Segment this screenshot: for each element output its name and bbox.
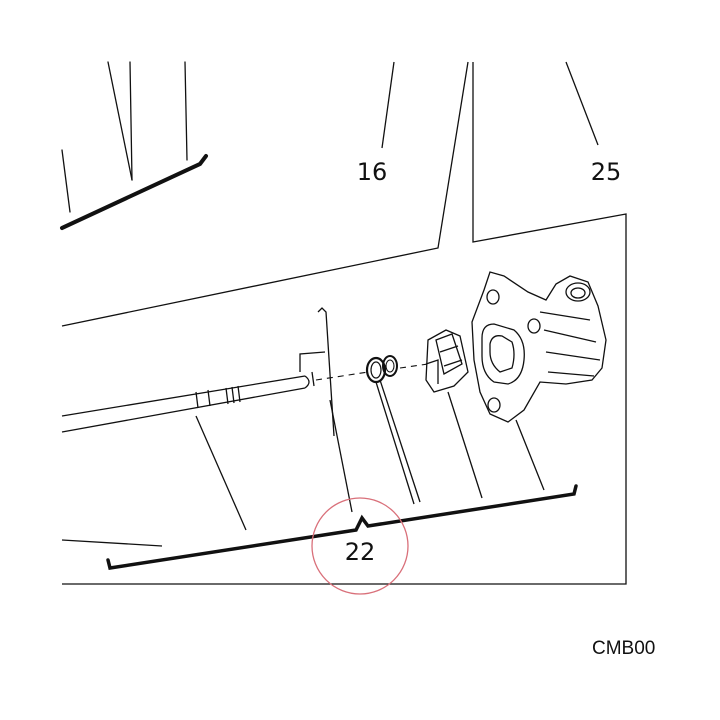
- grouping-bracket: [106, 484, 578, 570]
- roll-pin: [299, 307, 335, 437]
- seal-rings: [365, 355, 398, 384]
- bush: [425, 329, 469, 393]
- callout-16: 16: [357, 158, 388, 186]
- callout-leaders-top: [381, 61, 599, 149]
- housing: [471, 271, 607, 423]
- assembly-axis: [315, 363, 429, 381]
- callout-22: 22: [345, 538, 376, 566]
- lower-panel-outline: [62, 400, 627, 585]
- middle-panel-outline: [61, 61, 627, 400]
- shaft: [61, 375, 310, 433]
- highlight-circle: [311, 497, 409, 595]
- upper-left-panel: [60, 61, 208, 230]
- callout-leaders-bottom: [61, 379, 545, 547]
- reference-code: CMB00: [592, 638, 655, 659]
- callout-25: 25: [591, 158, 622, 186]
